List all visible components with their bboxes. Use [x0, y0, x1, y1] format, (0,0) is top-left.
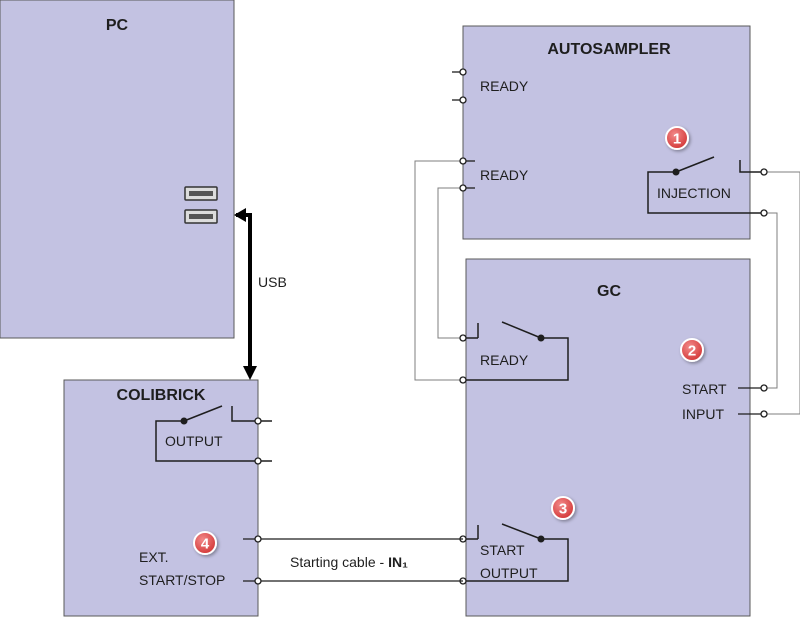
colibrick-ext-terminal [254, 577, 262, 585]
colibrick-ext-label-2: START/STOP [139, 572, 225, 588]
colibrick-output-terminal [254, 457, 262, 465]
starting-cable-label-prefix: Starting cable - [290, 554, 388, 570]
starting-cable-label: Starting cable - IN₁ [290, 554, 408, 570]
usb-cable [234, 208, 257, 380]
wiring [414, 160, 800, 415]
gc-title: GC [597, 283, 621, 300]
marker-3-number: 3 [559, 501, 567, 518]
pc-title: PC [106, 17, 129, 34]
usb-port-icon [184, 186, 218, 201]
starting-cable [243, 538, 463, 582]
gc-start-input-terminals [738, 384, 768, 418]
marker-2: 2 [680, 338, 704, 362]
gc-box [465, 258, 751, 617]
gc-ready-terminal [459, 376, 467, 384]
autosampler-ready-bottom-label: READY [480, 167, 529, 183]
gc-start-input-label-2: INPUT [682, 406, 724, 422]
colibrick-ext-label-1: EXT. [139, 549, 169, 565]
marker-1-number: 1 [673, 131, 681, 148]
gc-start-output-pivot [537, 535, 545, 543]
gc-ready-pivot [537, 334, 545, 342]
usb-label: USB [258, 274, 287, 290]
gc-start-output-label-1: START [480, 542, 525, 558]
marker-4: 4 [193, 531, 217, 555]
pc-box [0, 0, 235, 339]
gc-ready-terminal [459, 334, 467, 342]
injection-terminal [760, 209, 768, 217]
usb-port-icon [184, 209, 218, 224]
colibrick-title: COLIBRICK [117, 387, 206, 404]
gc-start-output-label-2: OUTPUT [480, 565, 538, 581]
autosampler-ready-top-label: READY [480, 78, 529, 94]
autosampler-title: AUTOSAMPLER [547, 41, 671, 58]
colibrick-output-pivot [180, 417, 188, 425]
starting-cable-label-input: IN₁ [388, 554, 408, 570]
marker-1: 1 [665, 126, 689, 150]
autosampler-ready-top-terminals [452, 68, 467, 104]
gc-start-input-label-1: START [682, 381, 727, 397]
marker-2-number: 2 [688, 343, 696, 360]
marker-4-number: 4 [201, 536, 210, 553]
autosampler-ready-bottom-terminals [459, 157, 475, 192]
injection-pivot [672, 168, 680, 176]
colibrick-ext-terminal [254, 535, 262, 543]
injection-terminal [760, 168, 768, 176]
autosampler-box [462, 25, 751, 240]
gc-ready-label: READY [480, 352, 529, 368]
gc-start-output-switch [463, 523, 569, 582]
marker-3: 3 [551, 496, 575, 520]
colibrick-output-label: OUTPUT [165, 433, 223, 449]
injection-label: INJECTION [657, 185, 731, 201]
colibrick-box [63, 379, 259, 617]
colibrick-output-terminal [254, 417, 262, 425]
